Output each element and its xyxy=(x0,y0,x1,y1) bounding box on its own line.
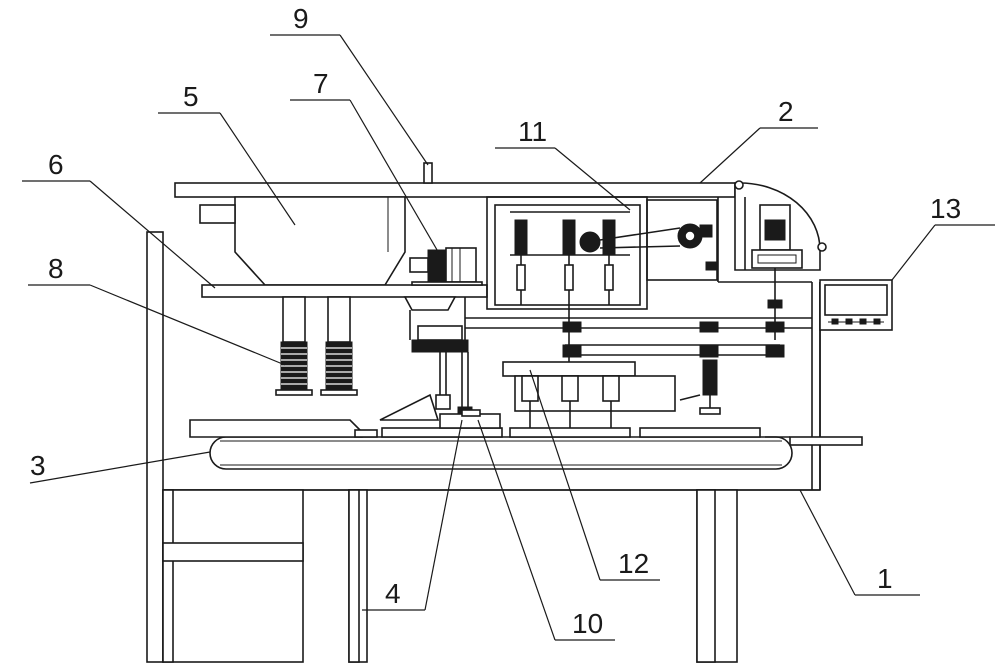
label-10: 10 xyxy=(572,608,603,639)
label-1: 1 xyxy=(877,563,893,594)
label-8: 8 xyxy=(48,253,64,284)
spring-supports xyxy=(275,296,358,396)
shelf-motor xyxy=(409,247,483,286)
hopper xyxy=(199,196,406,286)
machine-frame xyxy=(146,231,863,663)
feed-drop-unit xyxy=(379,296,473,421)
leader-lines xyxy=(22,34,995,641)
label-12: 12 xyxy=(618,548,649,579)
control-panel xyxy=(819,279,893,331)
label-13: 13 xyxy=(930,193,961,224)
spindle-head-assembly xyxy=(486,196,719,310)
part-labels: 9 7 5 6 8 11 2 13 3 4 10 12 1 xyxy=(30,3,961,639)
label-5: 5 xyxy=(183,81,199,112)
label-11: 11 xyxy=(518,116,547,147)
conveyor-belt xyxy=(189,409,793,470)
drive-shafts xyxy=(465,317,812,415)
label-7: 7 xyxy=(313,68,329,99)
needle-head xyxy=(502,305,676,430)
label-9: 9 xyxy=(293,3,309,34)
vertical-rod xyxy=(423,162,433,184)
label-2: 2 xyxy=(778,96,794,127)
label-3: 3 xyxy=(30,450,46,481)
shelf-plate xyxy=(201,284,488,298)
label-4: 4 xyxy=(385,578,401,609)
label-6: 6 xyxy=(48,149,64,180)
